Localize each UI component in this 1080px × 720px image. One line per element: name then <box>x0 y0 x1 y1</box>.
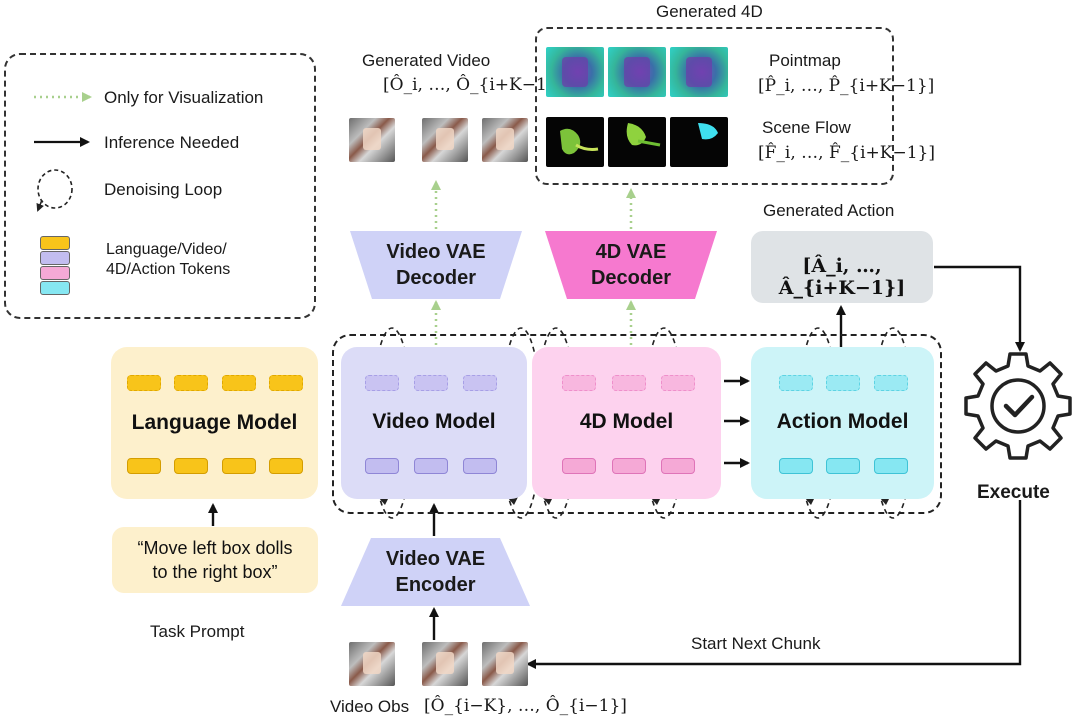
encoder-line2: Encoder <box>395 574 476 596</box>
generated-video-title: Generated Video <box>362 51 491 70</box>
sceneflow-frame-1 <box>546 117 604 167</box>
4d-decoder-line1: 4D VAE <box>595 241 667 263</box>
sceneflow-frame-2 <box>608 117 666 167</box>
sceneflow-notation: [F̂_i, …, F̂_{i+K−1}] <box>758 143 935 163</box>
4d-model-title: 4D Model <box>579 410 674 433</box>
generated-4d-panel <box>535 27 894 185</box>
legend-visualization-label: Only for Visualization <box>104 88 264 107</box>
4d-token <box>562 458 596 474</box>
legend-tokens-label-line2: 4D/Action Tokens <box>106 261 231 278</box>
gear-check-icon <box>964 352 1072 460</box>
execute-to-obs-arrow <box>526 500 1022 669</box>
4d-token <box>661 458 695 474</box>
start-next-chunk-label: Start Next Chunk <box>691 634 821 653</box>
video-token <box>414 458 448 474</box>
task-prompt-caption: Task Prompt <box>150 622 245 641</box>
video-vae-decoder: Video VAE Decoder <box>350 231 522 299</box>
joint-denoising-frame <box>332 334 942 514</box>
video-obs-notation: [Ô_{i−K}, …, Ô_{i−1}] <box>424 696 627 716</box>
legend-tokens-label-line1: Language/Video/ <box>106 241 227 258</box>
pointmap-frame-3 <box>670 47 728 97</box>
action-token <box>826 458 860 474</box>
generated-4d-title: Generated 4D <box>656 2 763 21</box>
video-token-dashed <box>414 375 448 391</box>
video-vae-encoder: Video VAE Encoder <box>341 538 530 606</box>
language-model-box: Language Model <box>111 347 318 499</box>
encoder-line1: Video VAE <box>385 548 486 570</box>
task-prompt-box: “Move left box dolls to the right box” <box>112 527 318 593</box>
legend-panel: Only for Visualization Inference Needed … <box>4 53 316 319</box>
video-obs-frame-2 <box>422 642 468 686</box>
action-token-dashed <box>779 375 813 391</box>
generated-video-frame-1 <box>349 118 395 162</box>
sceneflow-frame-3 <box>670 117 728 167</box>
action-model-title: Action Model <box>776 410 909 433</box>
pointmap-frame-2 <box>608 47 666 97</box>
generated-action-notation: [Â_i, …, Â_{i+K−1}] <box>778 255 906 299</box>
language-token <box>222 458 256 474</box>
legend-4d-token-chip <box>40 266 70 280</box>
legend-action-token-chip <box>40 281 70 295</box>
language-token <box>269 458 303 474</box>
generated-video-frame-2 <box>422 118 468 162</box>
language-token <box>174 458 208 474</box>
action-token <box>779 458 813 474</box>
legend-inference-label: Inference Needed <box>104 133 240 152</box>
4d-model-box: 4D Model <box>532 347 721 499</box>
action-token-dashed <box>874 375 908 391</box>
language-token-dashed <box>222 375 256 391</box>
language-token-dashed <box>269 375 303 391</box>
legend-loop-label: Denoising Loop <box>104 180 223 199</box>
video-token-dashed <box>365 375 399 391</box>
4d-vae-decoder: 4D VAE Decoder <box>545 231 717 299</box>
action-token <box>874 458 908 474</box>
generated-video-frame-3 <box>482 118 528 162</box>
action-token-dashed <box>826 375 860 391</box>
language-token <box>127 458 161 474</box>
language-model-title: Language Model <box>131 411 298 434</box>
task-prompt-line1: “Move left box dolls <box>137 538 293 558</box>
task-prompt-line2: to the right box” <box>152 562 278 582</box>
video-token <box>365 458 399 474</box>
language-token-dashed <box>127 375 161 391</box>
action-model-box: Action Model <box>751 347 934 499</box>
video-model-box: Video Model <box>341 347 527 499</box>
pointmap-notation: [P̂_i, …, P̂_{i+K−1}] <box>758 76 935 96</box>
video-token <box>463 458 497 474</box>
output-to-execute-arrow <box>934 265 1025 352</box>
pointmap-frame-1 <box>546 47 604 97</box>
video-token-dashed <box>463 375 497 391</box>
4d-token-dashed <box>562 375 596 391</box>
video-decoder-line1: Video VAE <box>386 241 486 263</box>
video-obs-frame-1 <box>349 642 395 686</box>
generated-action-title: Generated Action <box>763 201 895 220</box>
execute-label: Execute <box>977 482 1050 503</box>
legend-video-token-chip <box>40 251 70 265</box>
video-obs-label: Video Obs <box>330 697 410 716</box>
4d-decoder-line2: Decoder <box>590 267 672 289</box>
legend-language-token-chip <box>40 236 70 250</box>
4d-token-dashed <box>612 375 646 391</box>
pointmap-label: Pointmap <box>769 51 841 70</box>
language-token-dashed <box>174 375 208 391</box>
sceneflow-label: Scene Flow <box>762 118 851 137</box>
video-model-title: Video Model <box>372 410 496 433</box>
generated-video-notation: [Ô_i, …, Ô_{i+K−1}] <box>383 75 565 95</box>
video-decoder-line2: Decoder <box>395 267 477 289</box>
4d-token-dashed <box>661 375 695 391</box>
video-obs-frame-3 <box>482 642 528 686</box>
legend-loop-icon <box>37 169 73 209</box>
generated-action-box: [Â_i, …, Â_{i+K−1}] <box>751 231 933 303</box>
4d-token <box>612 458 646 474</box>
